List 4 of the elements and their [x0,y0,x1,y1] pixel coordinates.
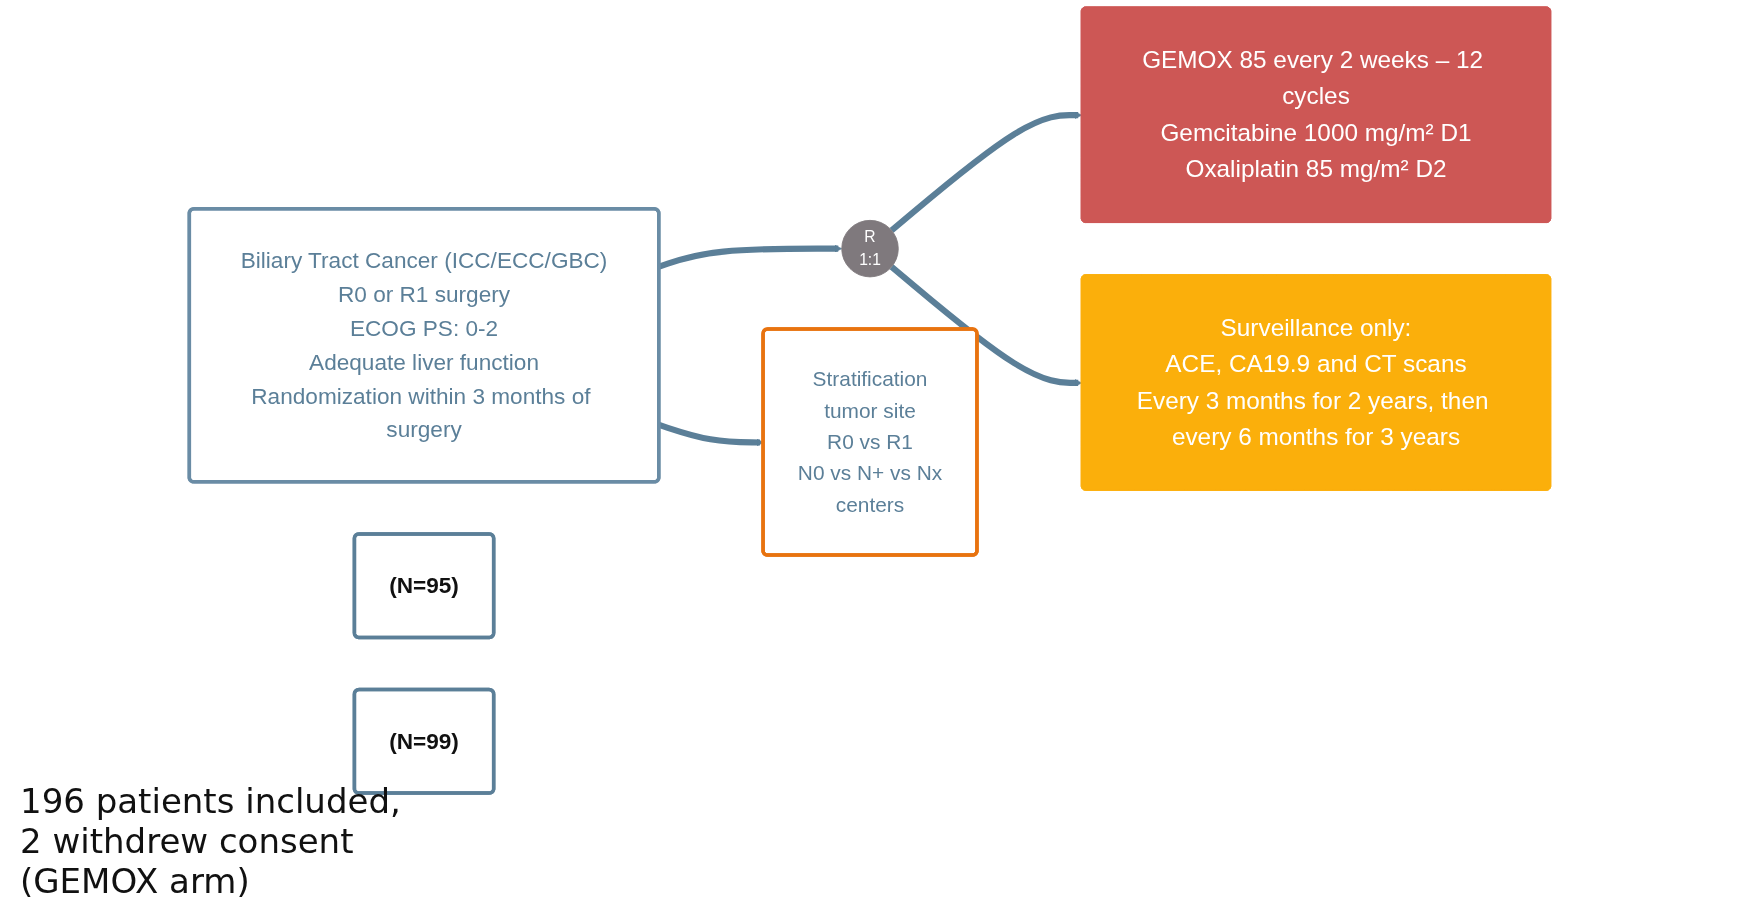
node-circle: R 1:1 [841,219,899,278]
arrow [889,111,1083,233]
arrow [889,264,1083,387]
arrow [658,422,764,447]
